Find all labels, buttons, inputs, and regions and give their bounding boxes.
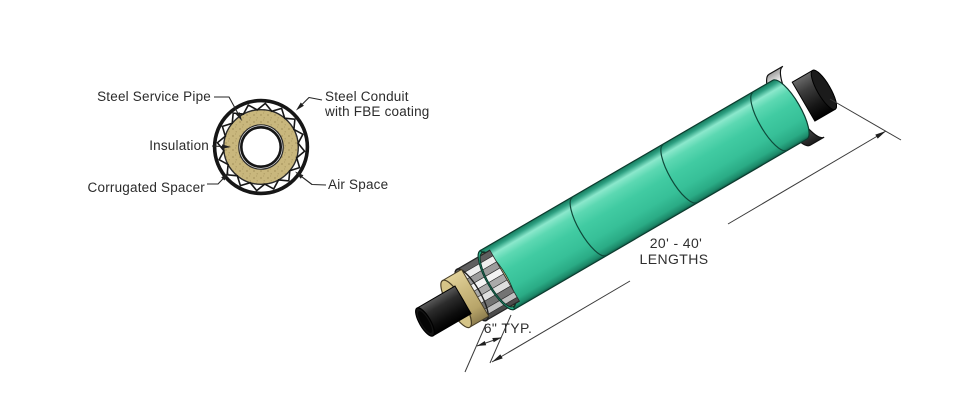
leader-air-space: [301, 176, 327, 186]
service-pipe-bore: [417, 311, 433, 333]
end-cap-face: [810, 69, 837, 111]
extension-line-spacer: [464, 323, 487, 373]
length-dim-line-near: [491, 280, 631, 363]
service-pipe-inner-wall: [240, 126, 283, 169]
end-cap: [791, 69, 837, 122]
spacer-dim-text: 6" TYP.: [484, 320, 533, 336]
dimension-annotations: 6" TYP. 20' - 40' LENGTHS: [464, 98, 902, 373]
extension-line-far-end: [829, 98, 902, 141]
label-insulation: Insulation: [149, 138, 209, 153]
length-dim-arrow-near: [492, 354, 503, 362]
spacer-dim-arrow-right: [492, 337, 502, 343]
arrowhead-corrugated-spacer: [221, 172, 229, 181]
arrowhead-steel-service-pipe: [235, 112, 242, 121]
length-dim-text-line2: LENGTHS: [640, 251, 709, 267]
length-dim-text-line1: 20' - 40': [650, 235, 703, 251]
length-dim-line-far: [727, 130, 887, 225]
service-pipe-3d: [415, 285, 472, 337]
label-corrugated-spacer: Corrugated Spacer: [88, 180, 206, 195]
arrowhead-insulation: [221, 144, 231, 149]
isometric-pipe-view: 6" TYP. 20' - 40' LENGTHS: [415, 65, 902, 373]
leader-corrugated-spacer: [207, 178, 224, 185]
leader-steel-service-pipe: [214, 96, 239, 114]
length-dim-arrow-far: [875, 131, 886, 139]
leader-insulation: [211, 145, 224, 148]
conduit-seam: [569, 196, 607, 257]
label-steel-conduit-line1: Steel Conduit: [325, 89, 409, 104]
leader-steel-conduit: [302, 96, 323, 105]
pipe-3d-body: [415, 65, 837, 337]
label-steel-service-pipe: Steel Service Pipe: [97, 89, 211, 104]
cutaway-assembly: [415, 249, 521, 337]
extension-line-conduit-end: [489, 314, 512, 364]
corrugated-spacer-zigzag: [216, 102, 306, 192]
conduit-body: [477, 79, 810, 311]
conduit-cut-rim: [477, 249, 516, 311]
cross-section-diagram: Steel Service Pipe Insulation Corrugated…: [88, 89, 430, 196]
spacer-dim-arrow-left: [477, 341, 487, 346]
conduit-seam: [750, 91, 787, 152]
conduit-seam: [660, 144, 698, 204]
label-air-space: Air Space: [328, 177, 388, 192]
arrowhead-air-space: [295, 171, 304, 179]
label-steel-conduit-line2: with FBE coating: [324, 104, 430, 119]
conduit-seams: [569, 91, 787, 257]
arrowhead-steel-conduit: [296, 102, 304, 111]
